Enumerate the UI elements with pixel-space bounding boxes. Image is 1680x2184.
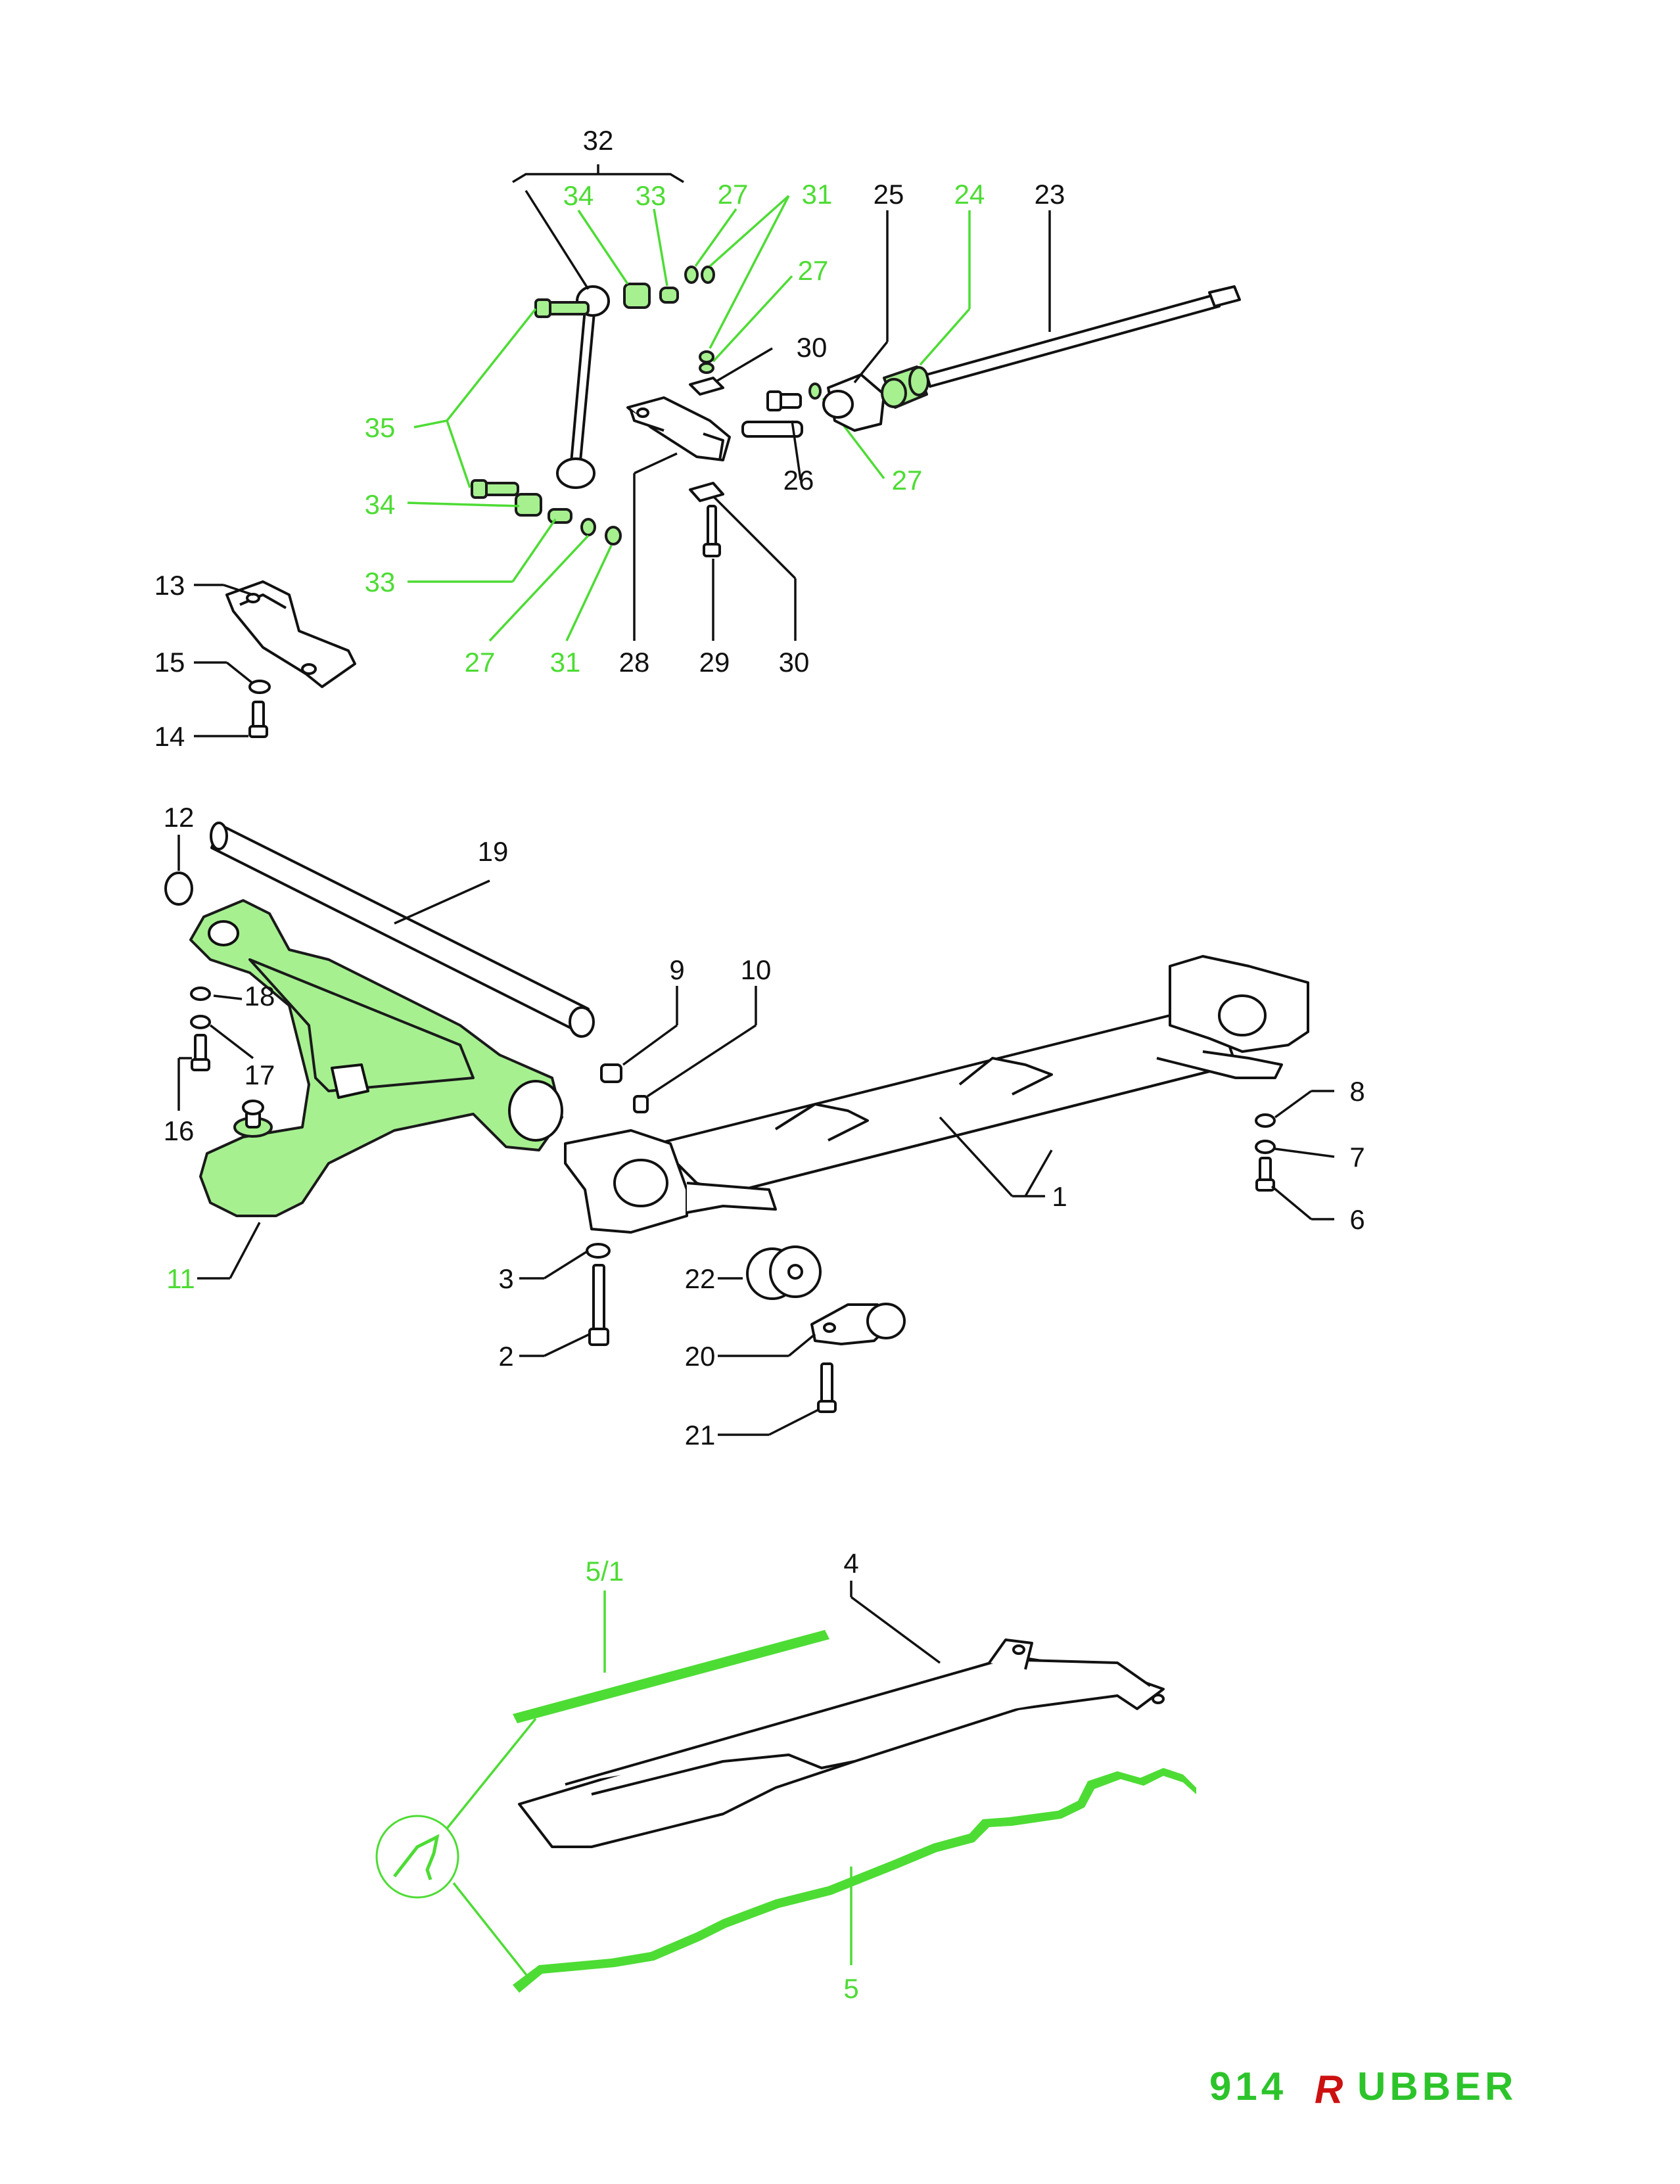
label-18: 18 — [245, 981, 275, 1011]
skid-plate-group: 5/1 4 5 — [375, 1548, 1196, 2004]
label-34a: 34 — [563, 180, 594, 211]
stabilizer-group: 32 34 33 27 31 27 — [154, 125, 1241, 752]
label-11: 11 — [166, 1263, 195, 1294]
detail-circle — [375, 1717, 537, 1980]
mount-20 — [810, 1303, 906, 1345]
label-14: 14 — [154, 721, 185, 752]
label-33a: 33 — [636, 180, 666, 211]
flange-25 — [822, 373, 885, 432]
crossmember-1 — [564, 955, 1309, 1234]
label-27c: 27 — [465, 647, 496, 678]
label-34b: 34 — [365, 489, 396, 520]
bushing-24 — [881, 365, 929, 409]
label-31b: 31 — [550, 647, 581, 678]
label-6: 6 — [1349, 1204, 1365, 1235]
label-32: 32 — [583, 125, 614, 156]
brand-logo: 914 R UBBER — [1209, 2064, 1517, 2110]
label-4: 4 — [843, 1548, 858, 1579]
label-30b: 30 — [779, 647, 810, 678]
bolt-29 — [703, 505, 721, 557]
label-5: 5 — [843, 1973, 858, 2004]
clamp-bracket-28 — [626, 396, 731, 461]
brand-suffix: UBBER — [1357, 2064, 1517, 2108]
control-arm-group: 19 12 11 18 17 16 — [164, 802, 1365, 1451]
label-31a: 31 — [802, 179, 833, 210]
label-27b: 27 — [798, 255, 829, 286]
label-35: 35 — [365, 412, 396, 443]
label-25: 25 — [874, 179, 904, 210]
label-28: 28 — [619, 647, 650, 678]
stabilizer-bar-23 — [925, 285, 1241, 388]
label-19: 19 — [478, 836, 509, 867]
label-12: 12 — [164, 802, 195, 833]
label-21: 21 — [685, 1420, 716, 1451]
rubber-strip-5 — [513, 1768, 1196, 1993]
torsion-bar-19 — [210, 822, 595, 1038]
skid-plate-4 — [518, 1638, 1165, 1848]
label-16: 16 — [164, 1115, 195, 1146]
label-23: 23 — [1035, 179, 1065, 210]
pin-26 — [741, 390, 803, 438]
label-7: 7 — [1349, 1142, 1365, 1173]
bolt-35-upper — [534, 298, 590, 318]
label-24: 24 — [954, 179, 985, 210]
rubber-bushing-22 — [746, 1245, 822, 1300]
brand-r: R — [1315, 2068, 1347, 2110]
label-27a: 27 — [718, 179, 749, 210]
brand-prefix: 914 — [1209, 2064, 1287, 2108]
clamp-13 — [225, 580, 356, 688]
upper-bushing-set — [623, 266, 715, 309]
label-29: 29 — [699, 647, 730, 678]
label-33b: 33 — [365, 567, 396, 597]
label-22: 22 — [685, 1263, 716, 1294]
label-30a: 30 — [797, 332, 828, 363]
label-1: 1 — [1052, 1181, 1067, 1212]
label-15: 15 — [154, 647, 185, 678]
label-5-1: 5/1 — [586, 1556, 624, 1587]
lower-bushing-set — [471, 479, 622, 546]
rubber-strip-5-1 — [513, 1630, 829, 1723]
control-arm-11 — [189, 899, 563, 1217]
label-13: 13 — [154, 570, 185, 601]
label-20: 20 — [685, 1341, 716, 1372]
label-27d: 27 — [892, 465, 923, 496]
label-9: 9 — [669, 954, 684, 985]
label-26: 26 — [783, 465, 814, 496]
label-17: 17 — [245, 1059, 275, 1090]
label-3: 3 — [498, 1263, 513, 1294]
label-2: 2 — [498, 1341, 513, 1372]
label-8: 8 — [1349, 1076, 1365, 1107]
label-10: 10 — [741, 954, 772, 985]
